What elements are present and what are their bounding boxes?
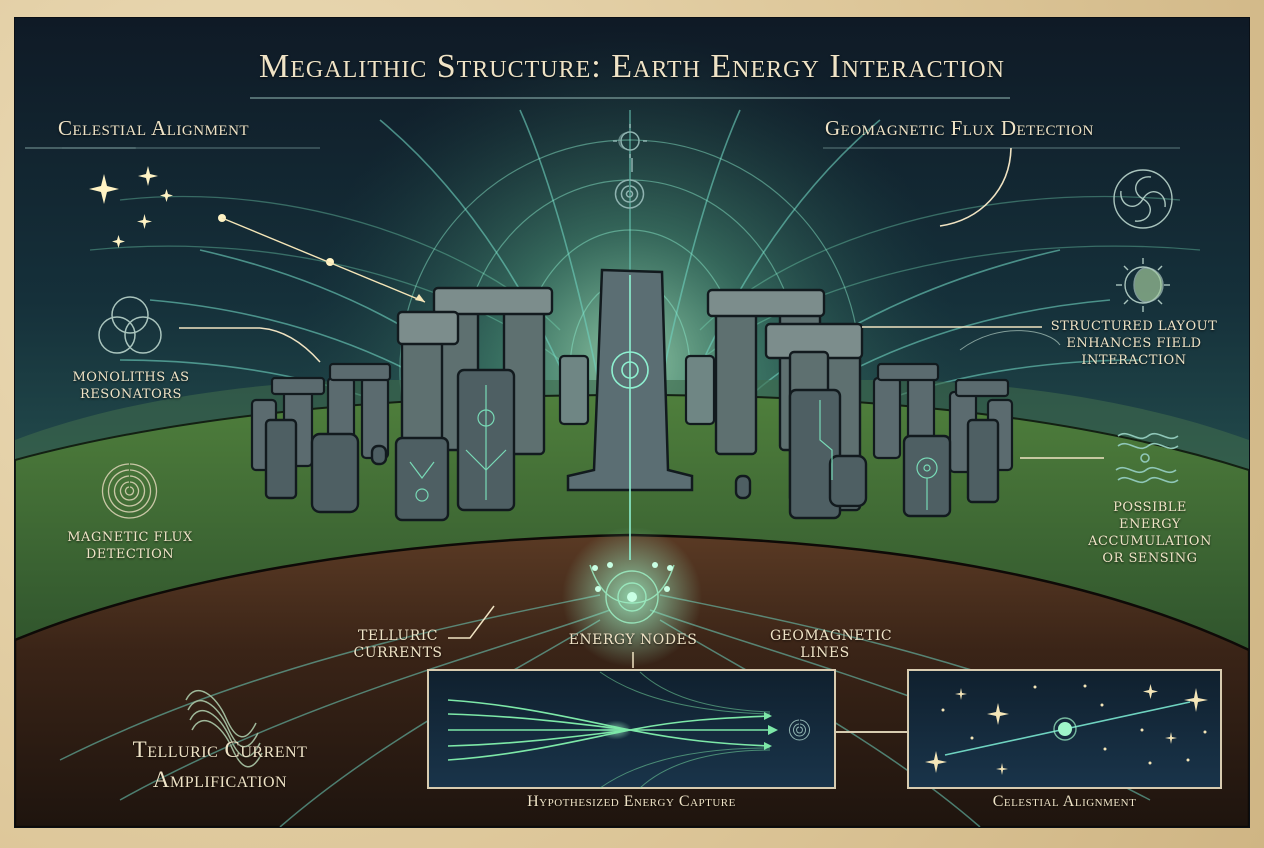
callout-geomagnetic-lines: GEOMAGNETIC LINES <box>770 628 893 662</box>
callout-line: CURRENTS <box>353 645 443 661</box>
callout-line: TELLURIC <box>358 628 438 644</box>
callout-line: OR SENSING <box>1102 551 1198 566</box>
callout-telluric-amplification: Telluric Current Amplification <box>90 735 350 795</box>
callout-line: ACCUMULATION <box>1088 534 1212 549</box>
callout-line: MONOLITHS AS <box>72 370 190 385</box>
energy-node-icon <box>586 560 678 634</box>
callout-energy-accumulation: POSSIBLE ENERGY ACCUMULATION OR SENSING <box>1076 499 1224 567</box>
illustration-panel <box>15 18 1249 827</box>
callout-structured-layout: STRUCTURED LAYOUT ENHANCES FIELD INTERAC… <box>1044 318 1224 369</box>
scene-artwork <box>15 18 1249 827</box>
wave-lines-icon <box>184 690 260 754</box>
spiral-icon <box>614 178 646 210</box>
callout-magnetic-flux: MAGNETIC FLUX DETECTION <box>64 529 196 563</box>
callout-line: INTERACTION <box>1081 353 1187 368</box>
callout-line: Amplification <box>152 767 288 792</box>
page-title: Megalithic Structure: Earth Energy Inter… <box>259 48 1005 85</box>
swirl-circle-icon <box>1114 170 1172 228</box>
callout-line: MAGNETIC FLUX <box>67 530 193 545</box>
callout-line: STRUCTURED LAYOUT <box>1050 319 1218 334</box>
sun-moon-icon <box>1114 256 1172 314</box>
inset-caption-celestial-alignment: Celestial Alignment <box>992 793 1137 810</box>
triple-circle-icon <box>112 297 162 353</box>
callout-line: GEOMAGNETIC <box>770 628 893 644</box>
heading-celestial-alignment: Celestial Alignment <box>58 116 250 140</box>
heading-geomagnetic-flux: Geomagnetic Flux Detection <box>825 116 1094 140</box>
callout-line: Telluric Current <box>132 737 308 762</box>
callout-line: POSSIBLE <box>1113 500 1187 515</box>
stars-icon <box>88 160 188 250</box>
central-monolith <box>560 268 696 492</box>
callout-monoliths-resonators: MONOLITHS AS RESONATORS <box>70 369 192 403</box>
converging-arrows-icon <box>428 670 835 788</box>
callout-line: LINES <box>800 645 850 661</box>
waves-icon <box>1114 428 1180 484</box>
spiral-icon <box>103 464 157 518</box>
sun-moon-icon <box>612 122 648 158</box>
callout-line: DETECTION <box>85 547 175 562</box>
callout-line: ENHANCES FIELD <box>1066 336 1202 351</box>
callout-energy-nodes: ENERGY NODES <box>548 632 718 649</box>
callout-line: ENERGY NODES <box>568 632 698 648</box>
callout-line: RESONATORS <box>80 387 182 402</box>
callout-telluric-currents: TELLURIC CURRENTS <box>348 628 448 662</box>
inset-caption-energy-capture: Hypothesized Energy Capture <box>527 793 736 810</box>
callout-line: ENERGY <box>1119 517 1181 532</box>
star-alignment-icon <box>908 670 1221 788</box>
